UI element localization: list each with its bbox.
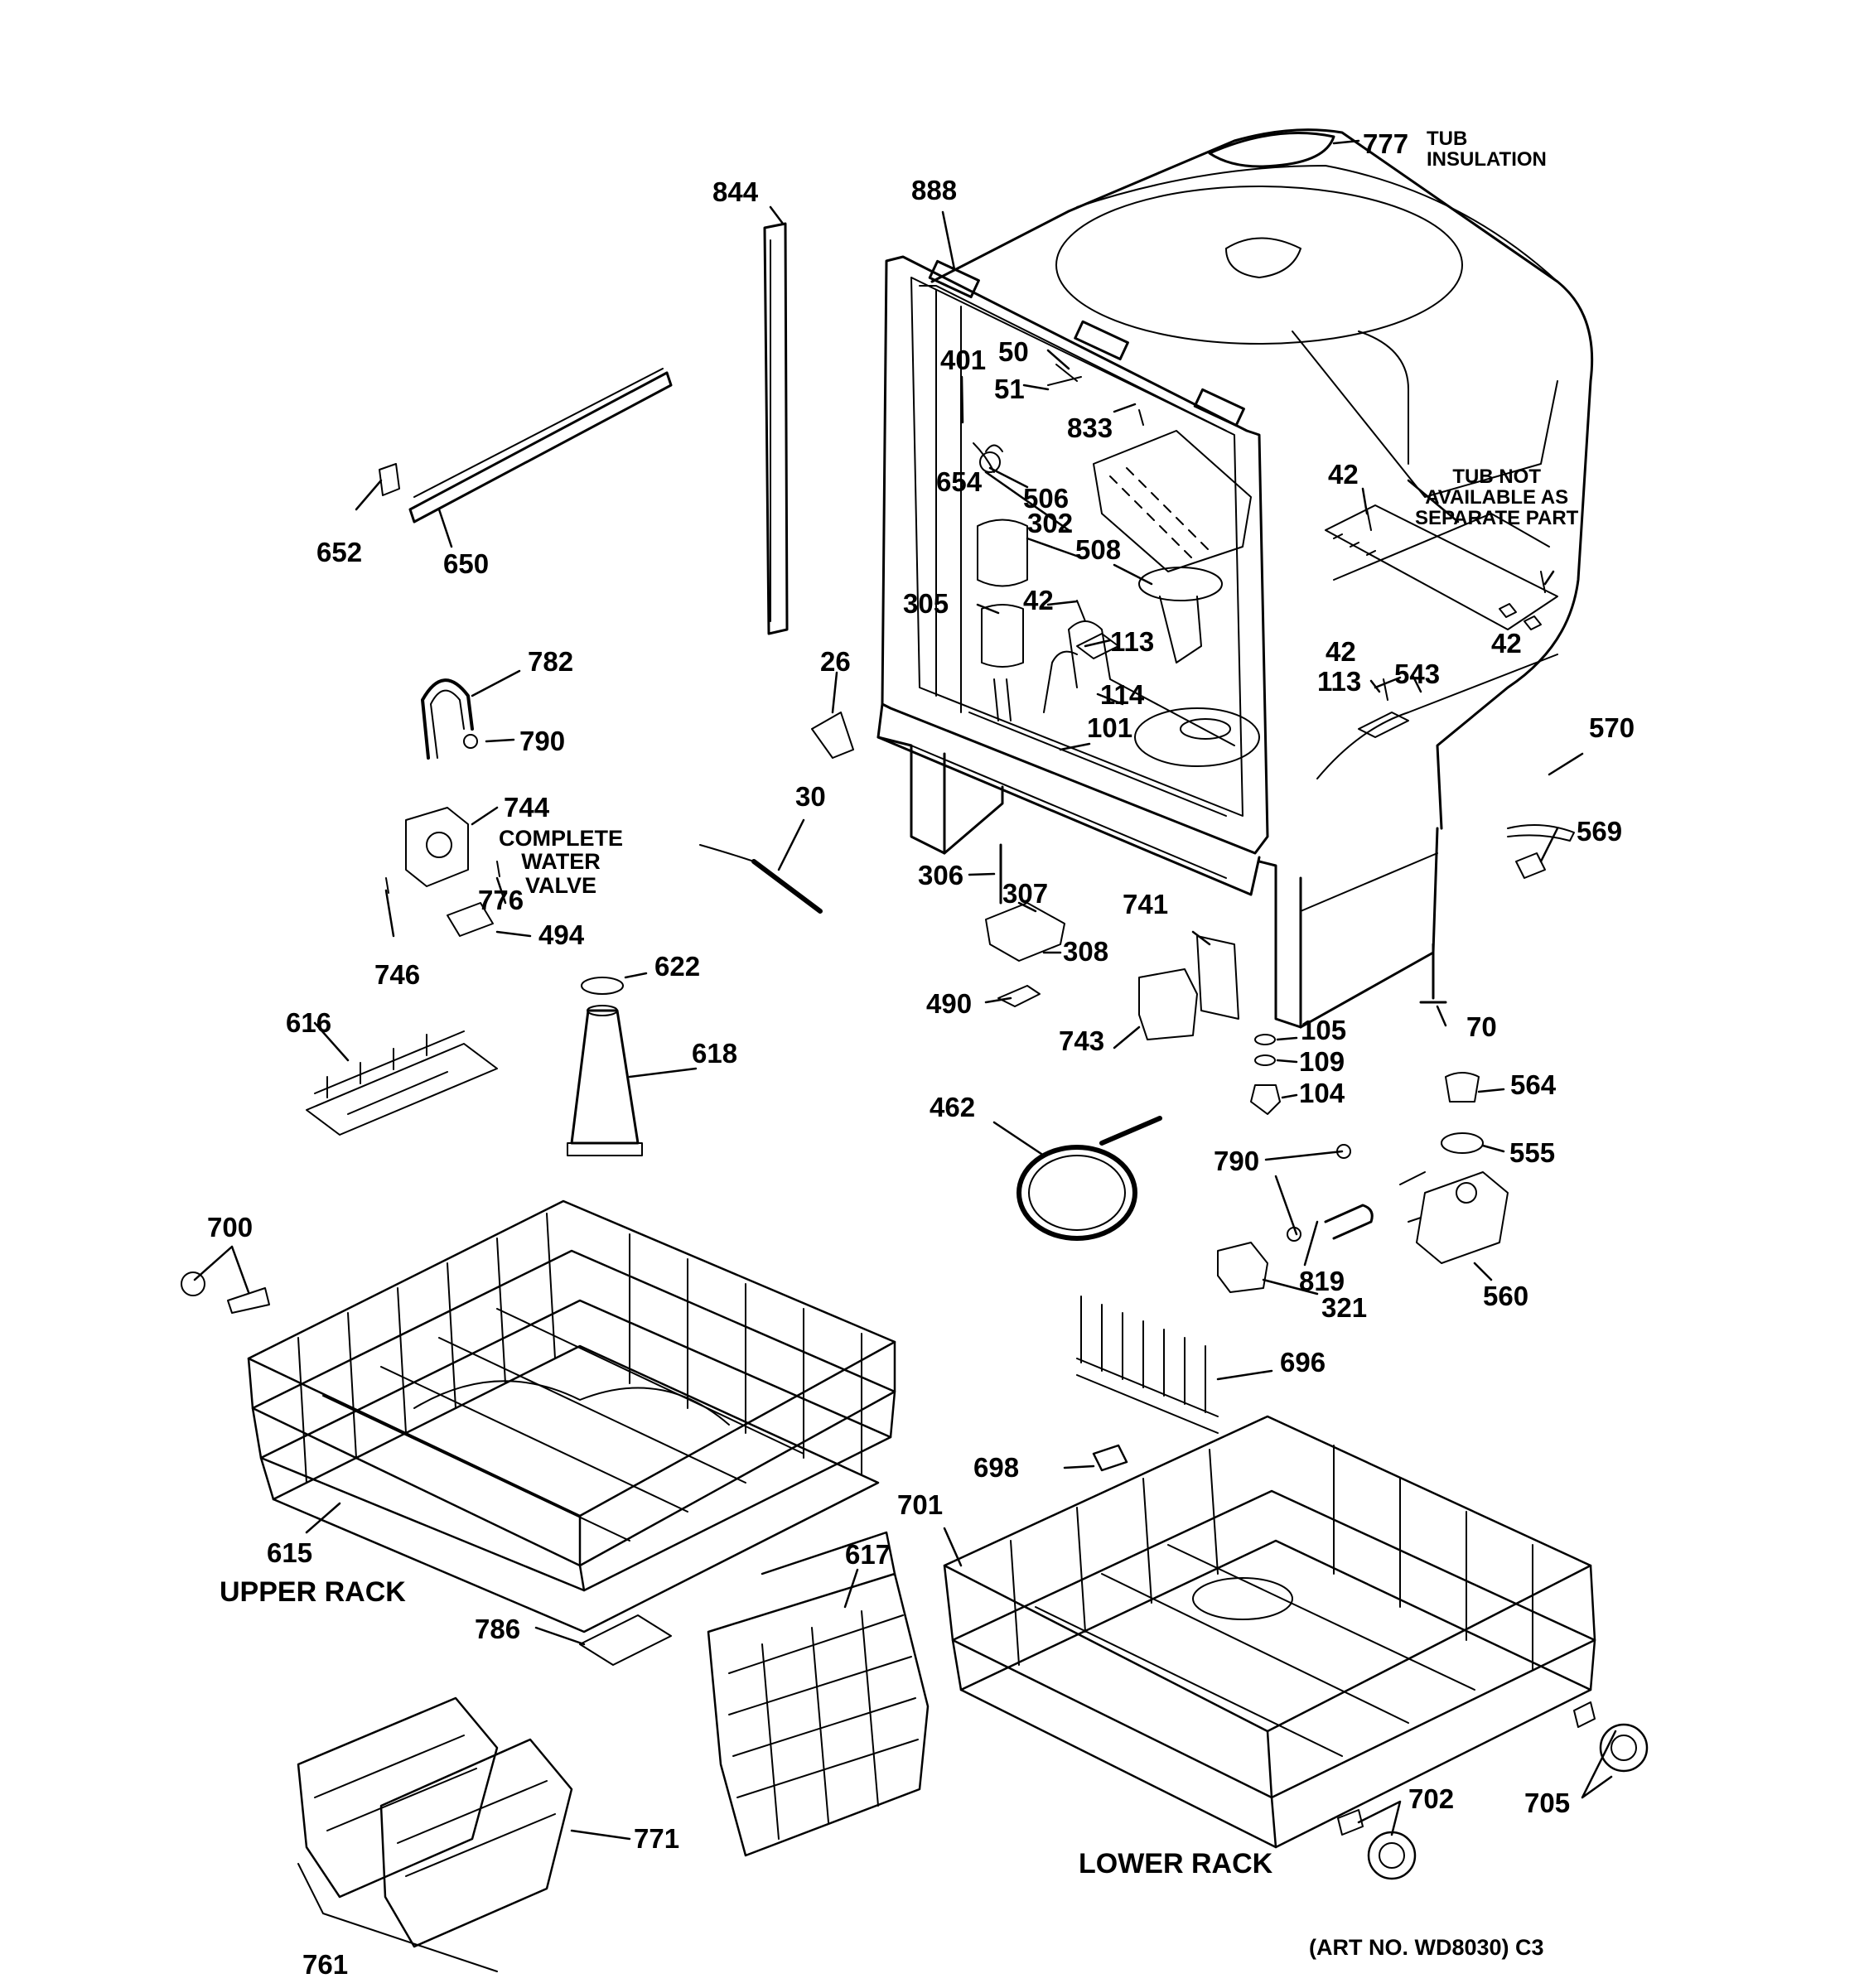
label-508: 508 — [1075, 534, 1122, 565]
label-790-valve: 790 — [1214, 1146, 1260, 1176]
label-654: 654 — [936, 466, 983, 497]
label-30: 30 — [795, 781, 826, 812]
label-114: 114 — [1100, 679, 1145, 710]
label-777: 777 — [1363, 128, 1409, 159]
label-833: 833 — [1067, 413, 1113, 443]
label-490: 490 — [926, 988, 973, 1019]
label-321: 321 — [1321, 1292, 1368, 1323]
label-702: 702 — [1408, 1783, 1455, 1814]
label-401: 401 — [940, 345, 987, 375]
label-564: 564 — [1510, 1069, 1557, 1100]
label-786: 786 — [475, 1614, 521, 1644]
label-101: 101 — [1087, 712, 1133, 743]
label-741: 741 — [1123, 889, 1169, 919]
label-622: 622 — [654, 951, 701, 982]
baskets-drawing — [297, 1531, 930, 1972]
label-555: 555 — [1509, 1137, 1556, 1168]
label-698: 698 — [973, 1452, 1020, 1483]
label-650: 650 — [443, 548, 490, 579]
label-tub-not-available: TUB NOT AVAILABLE AS SEPARATE PART — [1415, 466, 1579, 530]
label-543: 543 — [1394, 659, 1441, 689]
label-705: 705 — [1524, 1788, 1571, 1818]
label-42-center: 42 — [1023, 585, 1054, 615]
label-complete-water-valve: COMPLETE WATER VALVE — [499, 826, 624, 898]
label-652: 652 — [316, 537, 363, 567]
lower-rack-drawing — [943, 1296, 1649, 1880]
label-305: 305 — [903, 588, 949, 619]
label-113-right: 113 — [1317, 666, 1362, 697]
label-42-right: 42 — [1491, 628, 1522, 659]
label-615: 615 — [267, 1537, 313, 1568]
label-lower-rack: LOWER RACK — [1079, 1848, 1273, 1879]
label-761: 761 — [302, 1949, 349, 1980]
label-art-number: (ART NO. WD8030) C3 — [1309, 1935, 1544, 1960]
label-506: 506 — [1023, 483, 1070, 514]
label-307: 307 — [1002, 878, 1049, 909]
label-700: 700 — [207, 1212, 254, 1242]
label-790-hose: 790 — [519, 726, 566, 756]
label-upper-rack: UPPER RACK — [220, 1576, 406, 1608]
label-306: 306 — [918, 860, 964, 890]
leader-lines — [193, 139, 1617, 1841]
label-743: 743 — [1059, 1025, 1105, 1056]
label-42-top-right: 42 — [1328, 459, 1359, 490]
label-570: 570 — [1589, 712, 1635, 743]
label-109: 109 — [1299, 1046, 1345, 1077]
label-782: 782 — [528, 646, 574, 677]
label-42-lower: 42 — [1326, 636, 1356, 667]
label-104: 104 — [1299, 1078, 1345, 1108]
valve-and-hose-drawing — [1017, 1072, 1509, 1293]
label-462: 462 — [930, 1092, 976, 1122]
label-819: 819 — [1299, 1266, 1345, 1296]
tub-drawing — [876, 128, 1594, 1115]
label-569: 569 — [1577, 816, 1623, 847]
label-744: 744 — [504, 792, 550, 823]
upper-rack-drawing — [247, 1199, 896, 1633]
label-26: 26 — [820, 646, 851, 677]
label-105: 105 — [1301, 1015, 1347, 1045]
label-746: 746 — [374, 959, 421, 990]
label-776: 776 — [478, 885, 524, 915]
label-771: 771 — [634, 1823, 680, 1854]
left-parts-drawing — [181, 222, 854, 1666]
label-51: 51 — [994, 374, 1025, 404]
label-70: 70 — [1466, 1011, 1497, 1042]
label-113-center: 113 — [1110, 626, 1155, 657]
label-888: 888 — [911, 175, 958, 205]
label-308: 308 — [1063, 936, 1109, 967]
label-617: 617 — [845, 1539, 891, 1570]
label-560: 560 — [1483, 1281, 1529, 1311]
label-844: 844 — [712, 176, 759, 207]
label-618: 618 — [692, 1038, 738, 1069]
label-302: 302 — [1027, 508, 1074, 538]
label-tub-insulation: TUB INSULATION — [1427, 128, 1547, 171]
label-494: 494 — [538, 919, 585, 950]
label-616: 616 — [286, 1007, 332, 1038]
label-701: 701 — [897, 1489, 944, 1520]
label-696: 696 — [1280, 1347, 1326, 1378]
label-50: 50 — [998, 336, 1029, 367]
